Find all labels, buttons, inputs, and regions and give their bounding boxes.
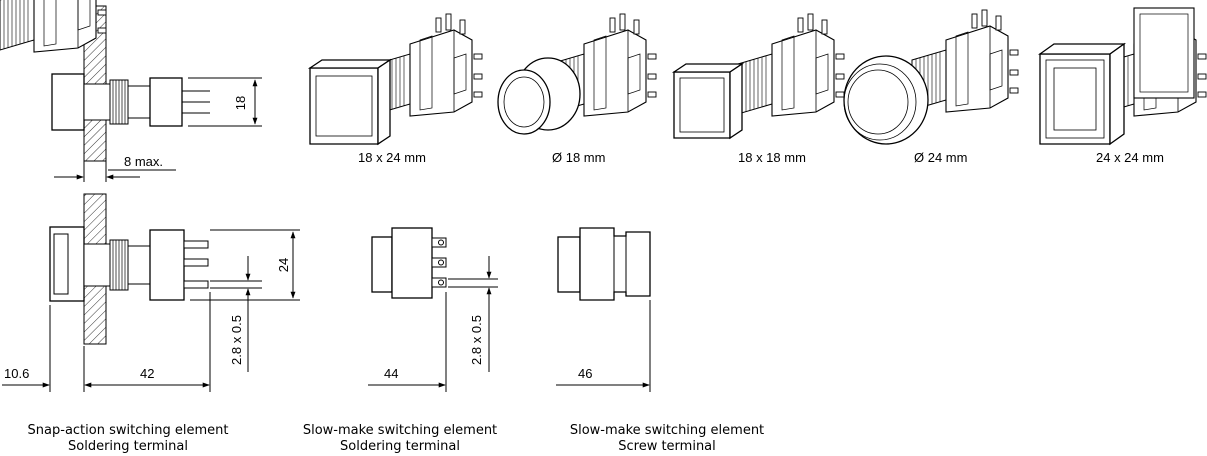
- pushbutton-18x24-view: [307, 13, 483, 146]
- caption-1-line1: Snap-action switching element: [28, 423, 229, 438]
- side-view-top: 18 8 max.: [51, 5, 262, 182]
- dim-terminal-1-label: 2.8 x 0.5: [229, 315, 244, 365]
- size-label-18x18: 18 x 18 mm: [738, 150, 806, 165]
- dim-8max-label: 8 max.: [124, 154, 163, 169]
- dim-44-label: 44: [384, 366, 398, 381]
- caption-3-line2: Screw terminal: [618, 439, 716, 454]
- dim-terminal-2-label: 2.8 x 0.5: [469, 315, 484, 365]
- pushbutton-d24-view: [843, 9, 1019, 145]
- side-view-snap-action: 24 2.8 x 0.5 10.6 42: [2, 193, 300, 392]
- caption-3-line1: Slow-make switching element: [570, 423, 764, 438]
- side-view-slow-make-solder: 2.8 x 0.5 44: [368, 227, 498, 392]
- caption-1-line2: Soldering terminal: [68, 439, 188, 454]
- side-view-slow-make-screw: 46: [556, 227, 651, 392]
- dim-24-label: 24: [276, 258, 291, 272]
- dim-18-label: 18: [233, 96, 248, 110]
- dim-42-label: 42: [140, 366, 154, 381]
- pushbutton-d18-view: [497, 13, 657, 135]
- pushbutton-24x24-view: [1037, 7, 1207, 146]
- dim-10-6-label: 10.6: [4, 366, 29, 381]
- caption-2-line2: Soldering terminal: [340, 439, 460, 454]
- size-label-24x24: 24 x 24 mm: [1096, 150, 1164, 165]
- switch-element-body: [0, 0, 107, 53]
- size-label-d24: Ø 24 mm: [914, 150, 967, 165]
- dim-46-label: 46: [578, 366, 592, 381]
- bezel: [51, 73, 85, 131]
- size-label-18x24: 18 x 24 mm: [358, 150, 426, 165]
- pushbutton-18x18-view: [671, 13, 845, 140]
- size-label-d18: Ø 18 mm: [552, 150, 605, 165]
- caption-2-line1: Slow-make switching element: [303, 423, 497, 438]
